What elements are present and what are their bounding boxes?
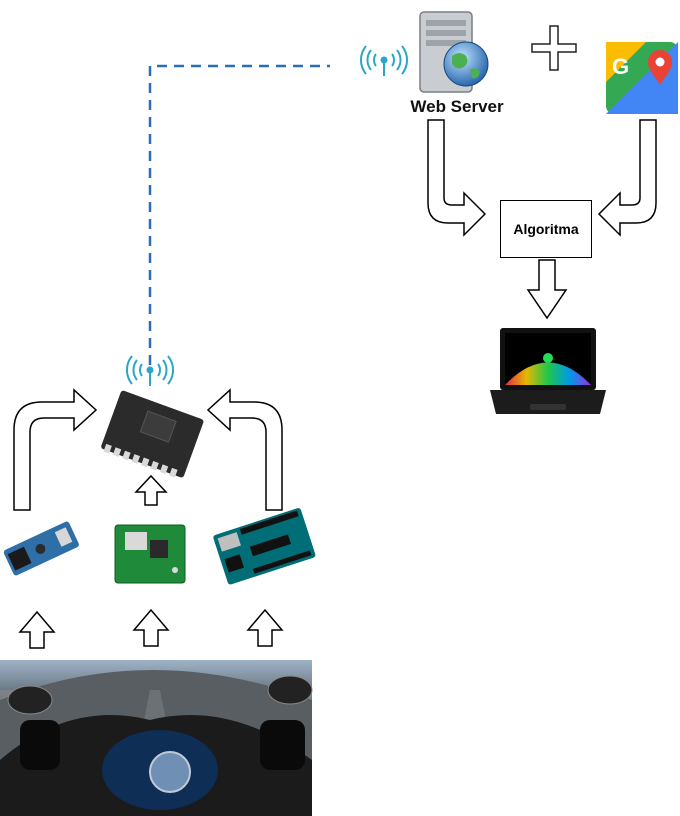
arrow-compass-to-module: [134, 474, 168, 506]
laptop-icon: [490, 328, 606, 414]
arrow-algorithm-to-laptop: [526, 259, 568, 320]
compass-module: [114, 524, 186, 584]
wifi-antenna-icon: [359, 45, 409, 76]
arrow-maps-to-algorithm: [597, 119, 657, 237]
arrow-photo-to-compass: [132, 608, 170, 647]
arduino-board: [213, 508, 316, 585]
plus-icon: [531, 25, 577, 71]
arrow-photo-to-arduino: [246, 608, 284, 647]
wifi-module-antenna-icon: [125, 355, 175, 386]
wireless-link-line: [148, 64, 330, 365]
google-maps-icon: G: [606, 42, 678, 114]
algorithm-box: Algoritma: [500, 200, 592, 258]
wifi-module-board: [101, 390, 204, 478]
speed-sensor-module: [3, 521, 79, 576]
arrow-server-to-algorithm: [427, 119, 487, 237]
algorithm-label: Algoritma: [513, 221, 579, 237]
web-server-icon: [419, 11, 489, 93]
motorcycle-handlebar-photo: [0, 660, 313, 816]
arrow-photo-to-sensor: [18, 610, 56, 649]
web-server-label: Web Server: [410, 97, 504, 116]
arrow-sensor-to-module: [13, 388, 98, 511]
arrow-arduino-to-module: [206, 388, 283, 511]
svg-text:G: G: [612, 54, 629, 79]
